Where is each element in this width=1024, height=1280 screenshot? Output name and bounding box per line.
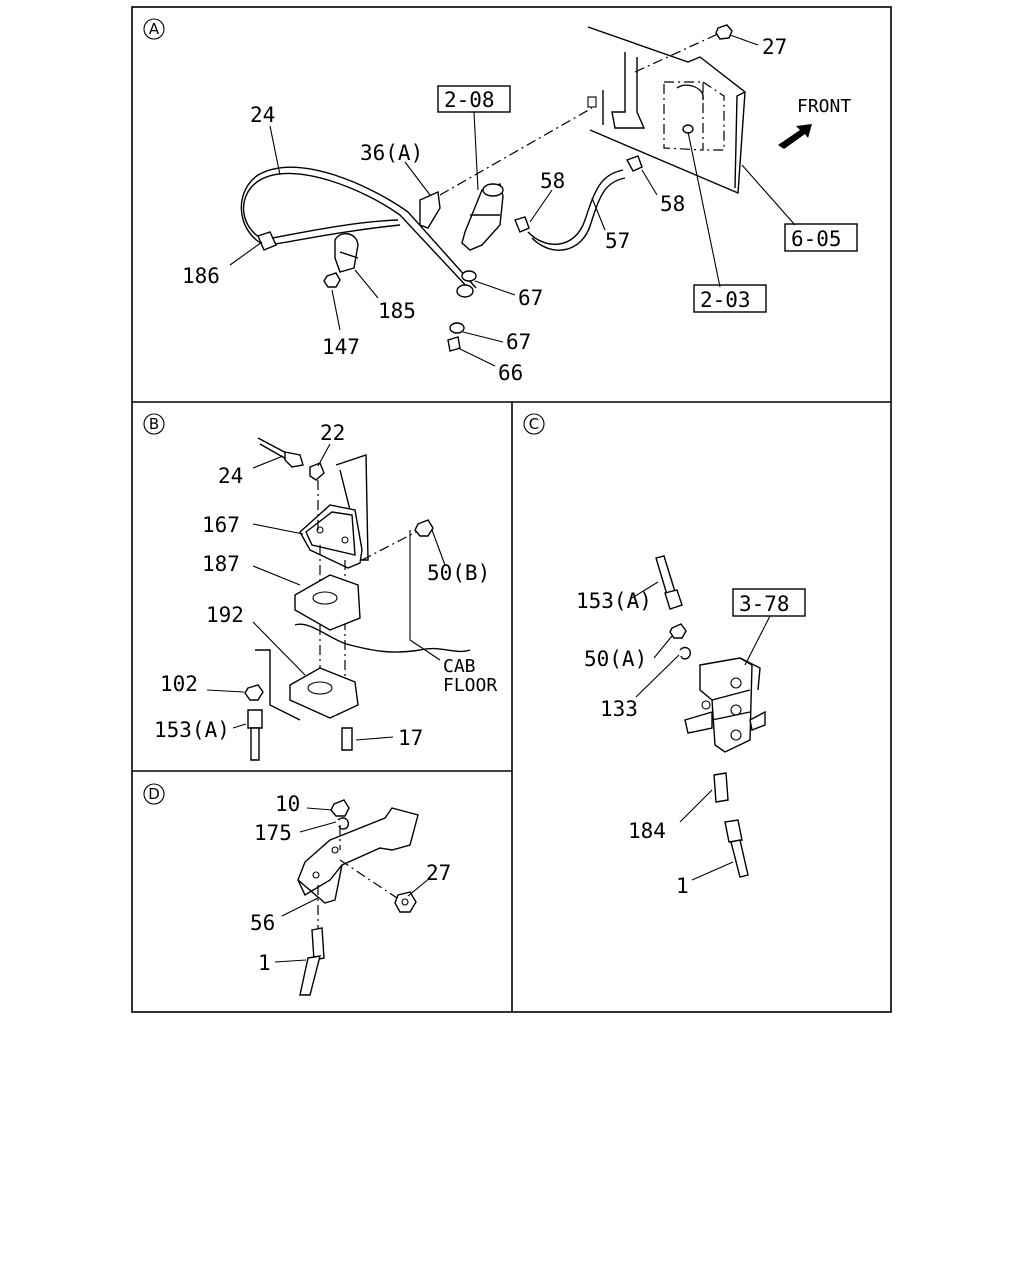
label-10: 10: [275, 792, 300, 816]
label-153a-c: 153(A): [576, 589, 652, 613]
label-175: 175: [254, 821, 292, 845]
ref-2-03: 2-03: [700, 288, 751, 312]
label-187: 187: [202, 552, 240, 576]
label-58-right: 58: [660, 192, 685, 216]
ref-box-6-05: [784, 223, 858, 252]
front-label: FRONT: [797, 96, 851, 117]
label-1-d: 1: [258, 951, 271, 975]
section-b-drawing: [206, 437, 471, 761]
label-147: 147: [322, 335, 360, 359]
label-24: 24: [250, 103, 275, 127]
label-17: 17: [398, 726, 423, 750]
label-24-b: 24: [218, 464, 243, 488]
label-56: 56: [250, 911, 275, 935]
label-192: 192: [206, 603, 244, 627]
label-50a: 50(A): [584, 647, 647, 671]
label-50b: 50(B): [427, 561, 490, 585]
section-marker-d: D: [143, 783, 165, 805]
label-153a-b: 153(A): [154, 718, 230, 742]
label-184: 184: [628, 819, 666, 843]
section-marker-b: B: [143, 413, 165, 435]
label-57: 57: [605, 229, 630, 253]
svg-text:C: C: [529, 415, 539, 433]
svg-text:D: D: [148, 785, 160, 803]
label-58-top: 58: [540, 169, 565, 193]
section-marker-a: A: [143, 18, 165, 40]
section-c-drawing: [631, 555, 771, 881]
svg-text:A: A: [149, 20, 160, 38]
label-67-upper: 67: [518, 286, 543, 310]
ref-box-3-78: [732, 588, 806, 617]
section-d-drawing: [274, 799, 431, 996]
label-185: 185: [378, 299, 416, 323]
section-a-drawing: [229, 24, 812, 367]
label-22: 22: [320, 421, 345, 445]
section-marker-c: C: [523, 413, 545, 435]
label-27-d: 27: [426, 861, 451, 885]
ref-2-08: 2-08: [444, 88, 495, 112]
label-67-lower: 67: [506, 330, 531, 354]
label-cab: CAB: [443, 656, 476, 677]
label-186: 186: [182, 264, 220, 288]
ref-6-05: 6-05: [791, 227, 842, 251]
svg-text:B: B: [149, 415, 159, 433]
ref-box-2-03: [693, 284, 767, 313]
ref-box-2-08: [437, 85, 511, 113]
label-floor: FLOOR: [443, 675, 497, 696]
label-102: 102: [160, 672, 198, 696]
label-167: 167: [202, 513, 240, 537]
label-36a: 36(A): [360, 141, 423, 165]
label-66: 66: [498, 361, 523, 385]
diagram-frame: [131, 6, 892, 1013]
label-1-c: 1: [676, 874, 689, 898]
label-133: 133: [600, 697, 638, 721]
label-27: 27: [762, 35, 787, 59]
ref-3-78: 3-78: [739, 592, 790, 616]
